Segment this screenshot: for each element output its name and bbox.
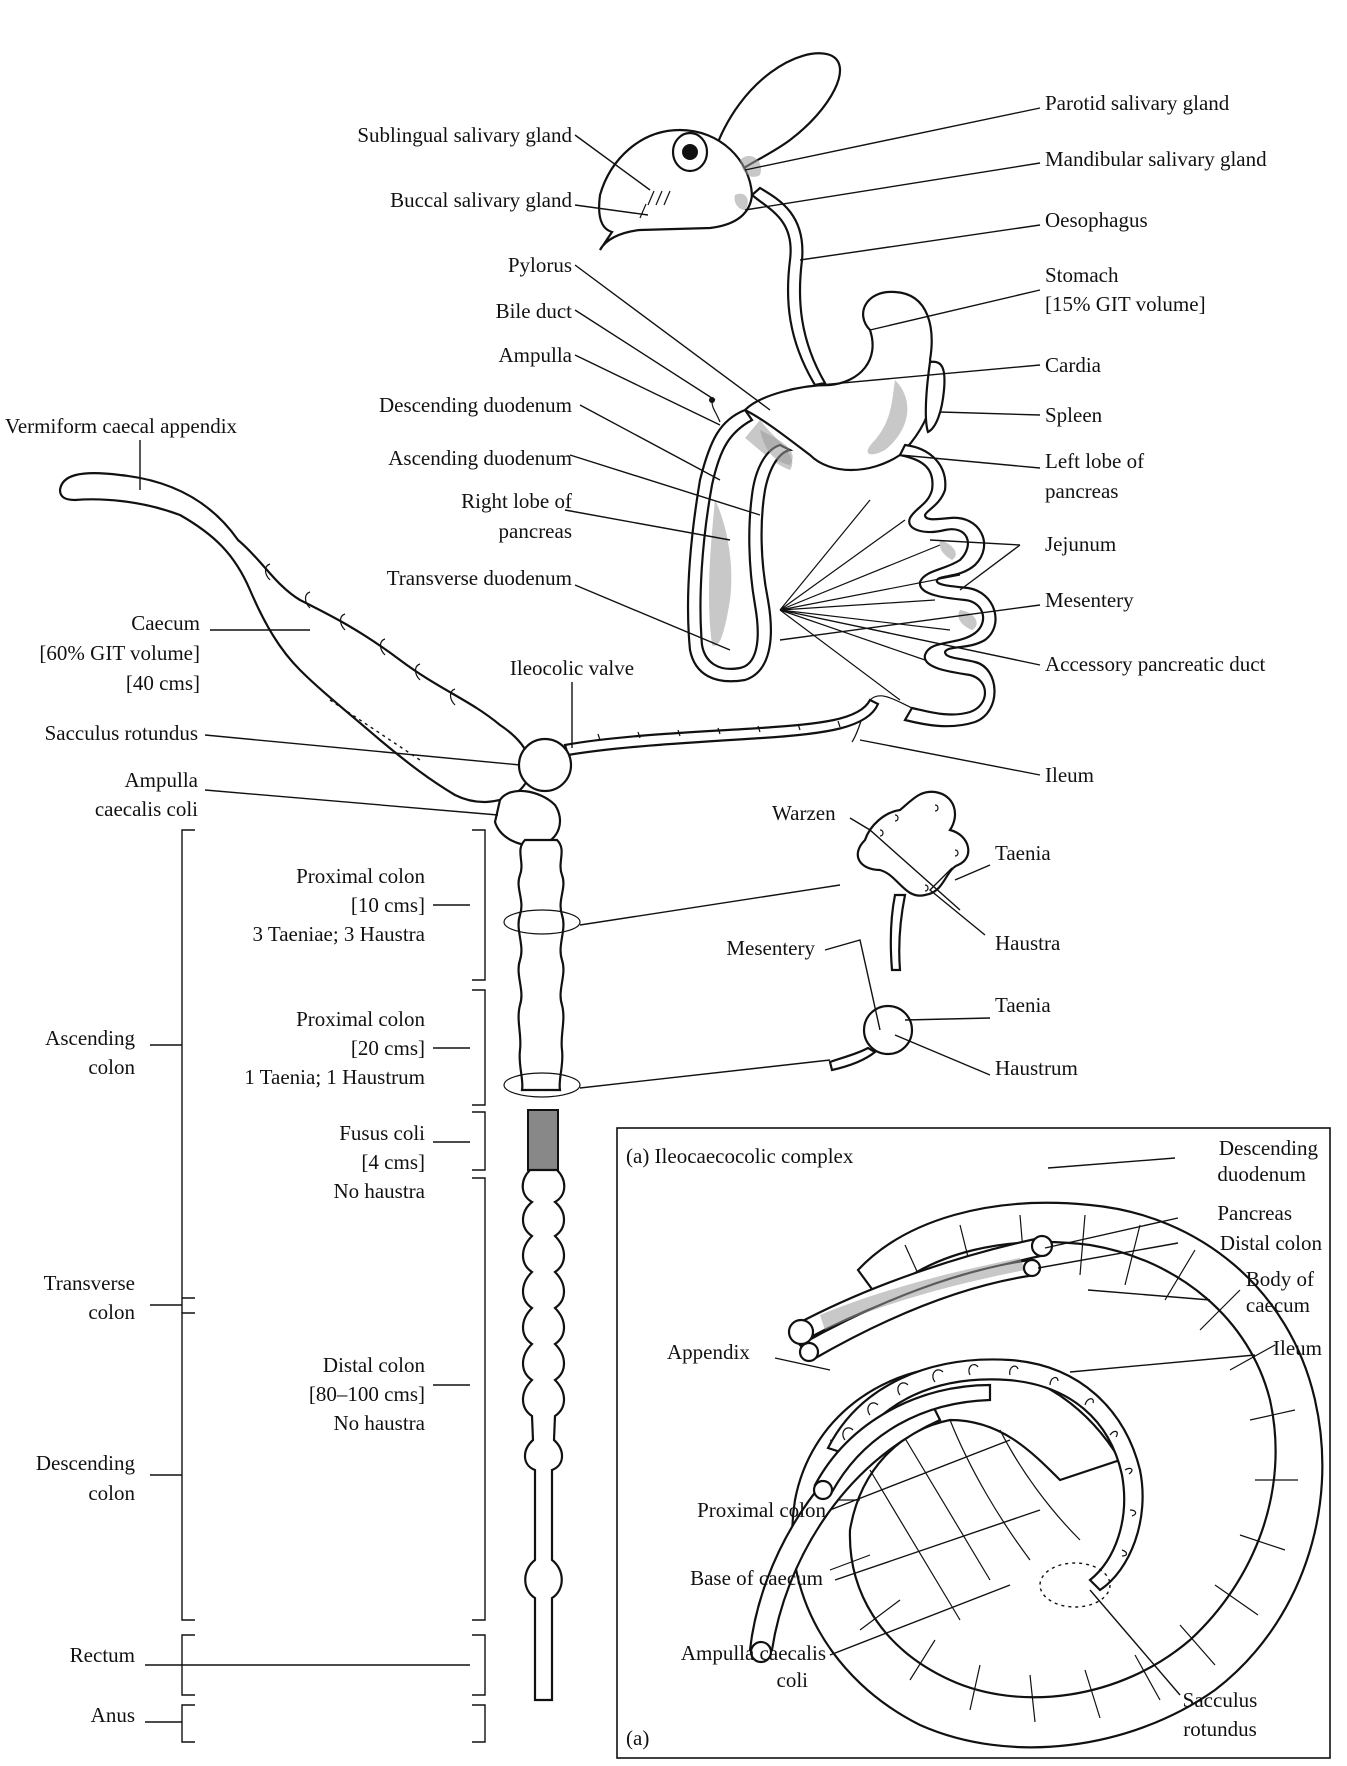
label-distal-colon-len: [80–100 cms] <box>309 1382 425 1406</box>
inset-title: (a) Ileocaecocolic complex <box>626 1144 854 1168</box>
label-bile-duct: Bile duct <box>496 299 573 323</box>
label-ampulla-caecalis-1: Ampulla <box>125 768 199 792</box>
inset-label-base-caecum: Base of caecum <box>690 1566 823 1590</box>
caecum <box>58 472 573 847</box>
inset-label-ampulla-2: coli <box>777 1668 809 1692</box>
label-caecum-length: [40 cms] <box>126 671 200 695</box>
duodenum-loop <box>686 397 794 683</box>
label-parotid: Parotid salivary gland <box>1045 91 1230 115</box>
label-jejunum: Jejunum <box>1045 532 1116 556</box>
label-warzen: Warzen <box>772 801 836 825</box>
inset-label-body-caecum-1: Body of <box>1246 1267 1314 1291</box>
label-fusus-coli: Fusus coli <box>339 1121 425 1145</box>
inset-label-ileum: Ileum <box>1273 1336 1322 1360</box>
label-ileum: Ileum <box>1045 763 1094 787</box>
label-ampulla: Ampulla <box>499 343 573 367</box>
label-sublingual: Sublingual salivary gland <box>357 123 572 147</box>
colon <box>503 838 581 1702</box>
label-descending-colon-1: Descending <box>36 1451 136 1475</box>
label-accessory-duct: Accessory pancreatic duct <box>1045 652 1266 676</box>
label-fusus-coli-len: [4 cms] <box>361 1150 425 1174</box>
colon-cross-sections <box>828 790 970 1072</box>
label-mesentery-2: Mesentery <box>726 936 815 960</box>
label-oesophagus: Oesophagus <box>1045 208 1148 232</box>
label-stomach: Stomach <box>1045 263 1119 287</box>
label-taenia-2: Taenia <box>995 993 1051 1017</box>
label-proximal-colon-1-len: [10 cms] <box>351 893 425 917</box>
inset-label-descending-duodenum-2: duodenum <box>1217 1162 1306 1186</box>
inset-label-proximal-colon: Proximal colon <box>697 1498 826 1522</box>
label-distal-colon-desc: No haustra <box>333 1411 425 1435</box>
inset-label-appendix: Appendix <box>667 1340 750 1364</box>
label-transverse-colon-2: colon <box>88 1300 135 1324</box>
label-haustrum: Haustrum <box>995 1056 1078 1080</box>
label-cardia: Cardia <box>1045 353 1102 377</box>
label-right-lobe-1: Right lobe of <box>461 489 572 513</box>
inset-label-pancreas: Pancreas <box>1217 1201 1292 1225</box>
label-distal-colon: Distal colon <box>323 1353 426 1377</box>
label-proximal-colon-1: Proximal colon <box>296 864 425 888</box>
inset-corner-label: (a) <box>626 1726 649 1750</box>
inset-label-descending-duodenum-1: Descending <box>1219 1136 1319 1160</box>
label-transverse-colon-1: Transverse <box>44 1271 135 1295</box>
label-taenia-1: Taenia <box>995 841 1051 865</box>
label-fusus-coli-desc: No haustra <box>333 1179 425 1203</box>
label-proximal-colon-2-len: [20 cms] <box>351 1036 425 1060</box>
inset-label-distal-colon: Distal colon <box>1220 1231 1323 1255</box>
oesophagus-tube <box>750 186 827 387</box>
inset-ileocaecocolic-complex <box>616 1127 1331 1759</box>
leader-lines <box>139 107 1041 1723</box>
label-haustra: Haustra <box>995 931 1061 955</box>
label-caecum: Caecum <box>131 611 200 635</box>
label-mandibular: Mandibular salivary gland <box>1045 147 1267 171</box>
inset-label-body-caecum-2: caecum <box>1246 1293 1310 1317</box>
label-proximal-colon-1-desc: 3 Taeniae; 3 Haustra <box>253 922 426 946</box>
rabbit-head <box>597 52 842 251</box>
labels: Parotid salivary gland Sublingual saliva… <box>5 91 1322 1750</box>
colon-region-brackets <box>181 829 486 1743</box>
label-descending-duodenum: Descending duodenum <box>379 393 572 417</box>
label-transverse-duodenum: Transverse duodenum <box>387 566 572 590</box>
inset-label-ampulla-1: Ampulla caecalis <box>681 1641 826 1665</box>
label-ileocolic-valve: Ileocolic valve <box>510 656 634 680</box>
label-mesentery: Mesentery <box>1045 588 1134 612</box>
ileum-tube <box>563 698 880 757</box>
label-descending-colon-2: colon <box>88 1481 135 1505</box>
label-ascending-duodenum: Ascending duodenum <box>388 446 572 470</box>
label-sacculus-rotundus: Sacculus rotundus <box>45 721 198 745</box>
label-rectum: Rectum <box>70 1643 135 1667</box>
label-proximal-colon-2-desc: 1 Taenia; 1 Haustrum <box>244 1065 425 1089</box>
inset-label-sacculus-2: rotundus <box>1183 1717 1257 1741</box>
inset-label-sacculus-1: Sacculus <box>1183 1688 1258 1712</box>
label-caecum-volume: [60% GIT volume] <box>39 641 200 665</box>
label-left-lobe-1: Left lobe of <box>1045 449 1144 473</box>
label-anus: Anus <box>91 1703 135 1727</box>
label-pylorus: Pylorus <box>508 253 572 277</box>
label-buccal: Buccal salivary gland <box>390 188 572 212</box>
label-vermiform: Vermiform caecal appendix <box>5 414 238 438</box>
label-spleen: Spleen <box>1045 403 1103 427</box>
jejunum-coils <box>779 443 997 743</box>
label-left-lobe-2: pancreas <box>1045 479 1118 503</box>
label-right-lobe-2: pancreas <box>499 519 572 543</box>
label-ascending-colon-2: colon <box>88 1055 135 1079</box>
label-stomach-volume: [15% GIT volume] <box>1045 292 1206 316</box>
label-ampulla-caecalis-2: caecalis coli <box>95 797 198 821</box>
label-ascending-colon-1: Ascending <box>45 1026 135 1050</box>
ileum-hatches <box>597 720 841 741</box>
label-proximal-colon-2: Proximal colon <box>296 1007 425 1031</box>
